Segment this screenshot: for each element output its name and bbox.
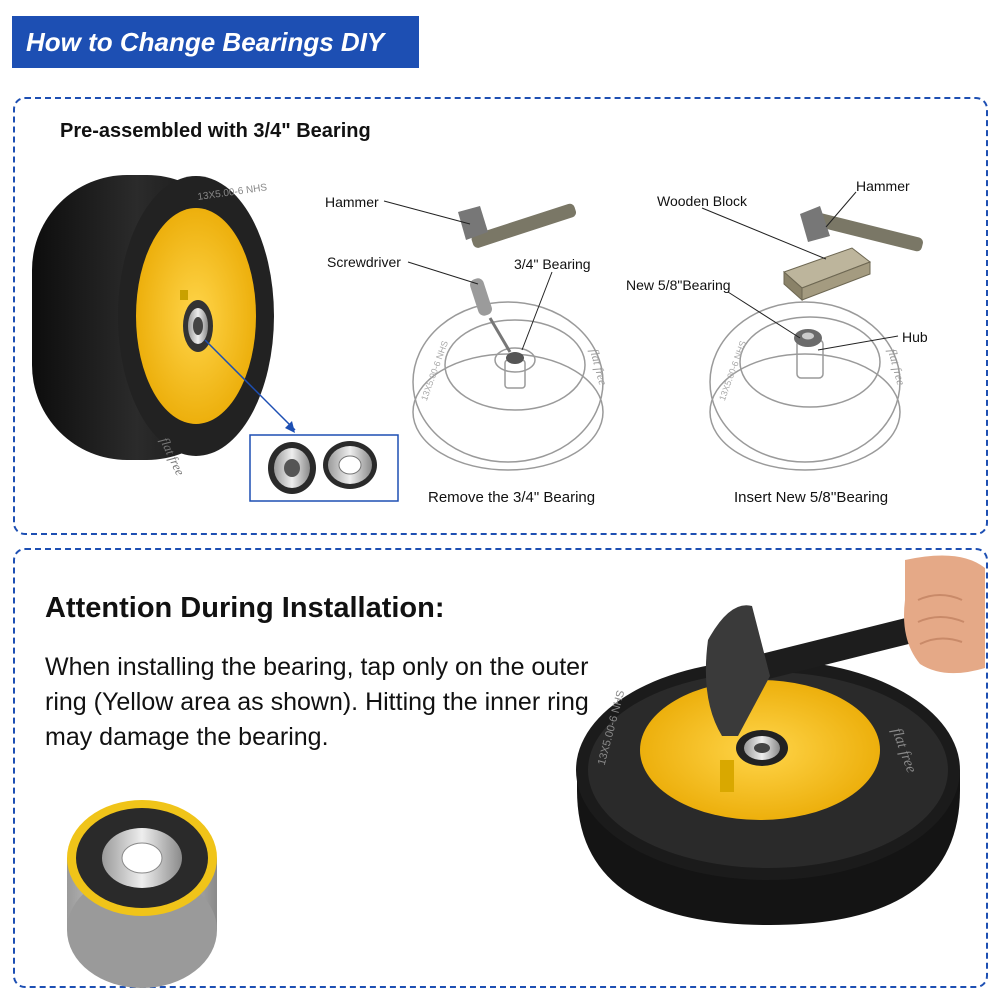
label-hub: Hub (902, 329, 928, 345)
step1-caption: Remove the 3/4" Bearing (428, 489, 596, 506)
hammer-icon-2 (800, 206, 923, 252)
wheel-bottom-right: 13X5.00-6 NHS flat free (576, 660, 960, 925)
wheel-top-left: 13X5.00-6 NHS flat free (32, 175, 274, 478)
attention-panel (13, 548, 988, 988)
hammer-with-hand-icon (705, 555, 985, 736)
bearing-inset (204, 339, 399, 502)
label-new-bearing: New 5/8"Bearing (626, 277, 731, 293)
step1-tire-brand-text: flat free (587, 347, 610, 387)
attention-title: Attention During Installation: (45, 592, 445, 624)
label-bearing-3-4: 3/4" Bearing (514, 256, 591, 272)
bearing-yellow-outer-ring (67, 800, 217, 988)
wooden-block-icon (783, 247, 872, 302)
step2-tire-brand-text: flat free (885, 347, 908, 387)
page-title: How to Change Bearings DIY (26, 27, 385, 57)
step1-bearing (506, 352, 524, 364)
label-hammer: Hammer (325, 194, 379, 210)
attention-body: When installing the bearing, tap only on… (45, 653, 589, 751)
label-screwdriver: Screwdriver (327, 254, 401, 270)
step2-tire-size-text: 13X5.00-6 NHS (717, 339, 748, 402)
step2-caption: Insert New 5/8''Bearing (734, 489, 889, 506)
instructions-panel (13, 97, 988, 535)
leader-lines (383, 191, 899, 351)
hammer-icon (458, 203, 577, 248)
section-subtitle: Pre-assembled with 3/4" Bearing (60, 120, 371, 142)
step2-wheel-sketch: 13X5.00-6 NHS flat free (709, 301, 908, 471)
header-banner (12, 16, 419, 68)
label-hammer-2: Hammer (856, 178, 910, 194)
step1-wheel-sketch: 13X5.00-6 NHS flat free (412, 301, 610, 471)
screwdriver-icon (470, 278, 512, 353)
label-wooden-block: Wooden Block (657, 193, 748, 209)
